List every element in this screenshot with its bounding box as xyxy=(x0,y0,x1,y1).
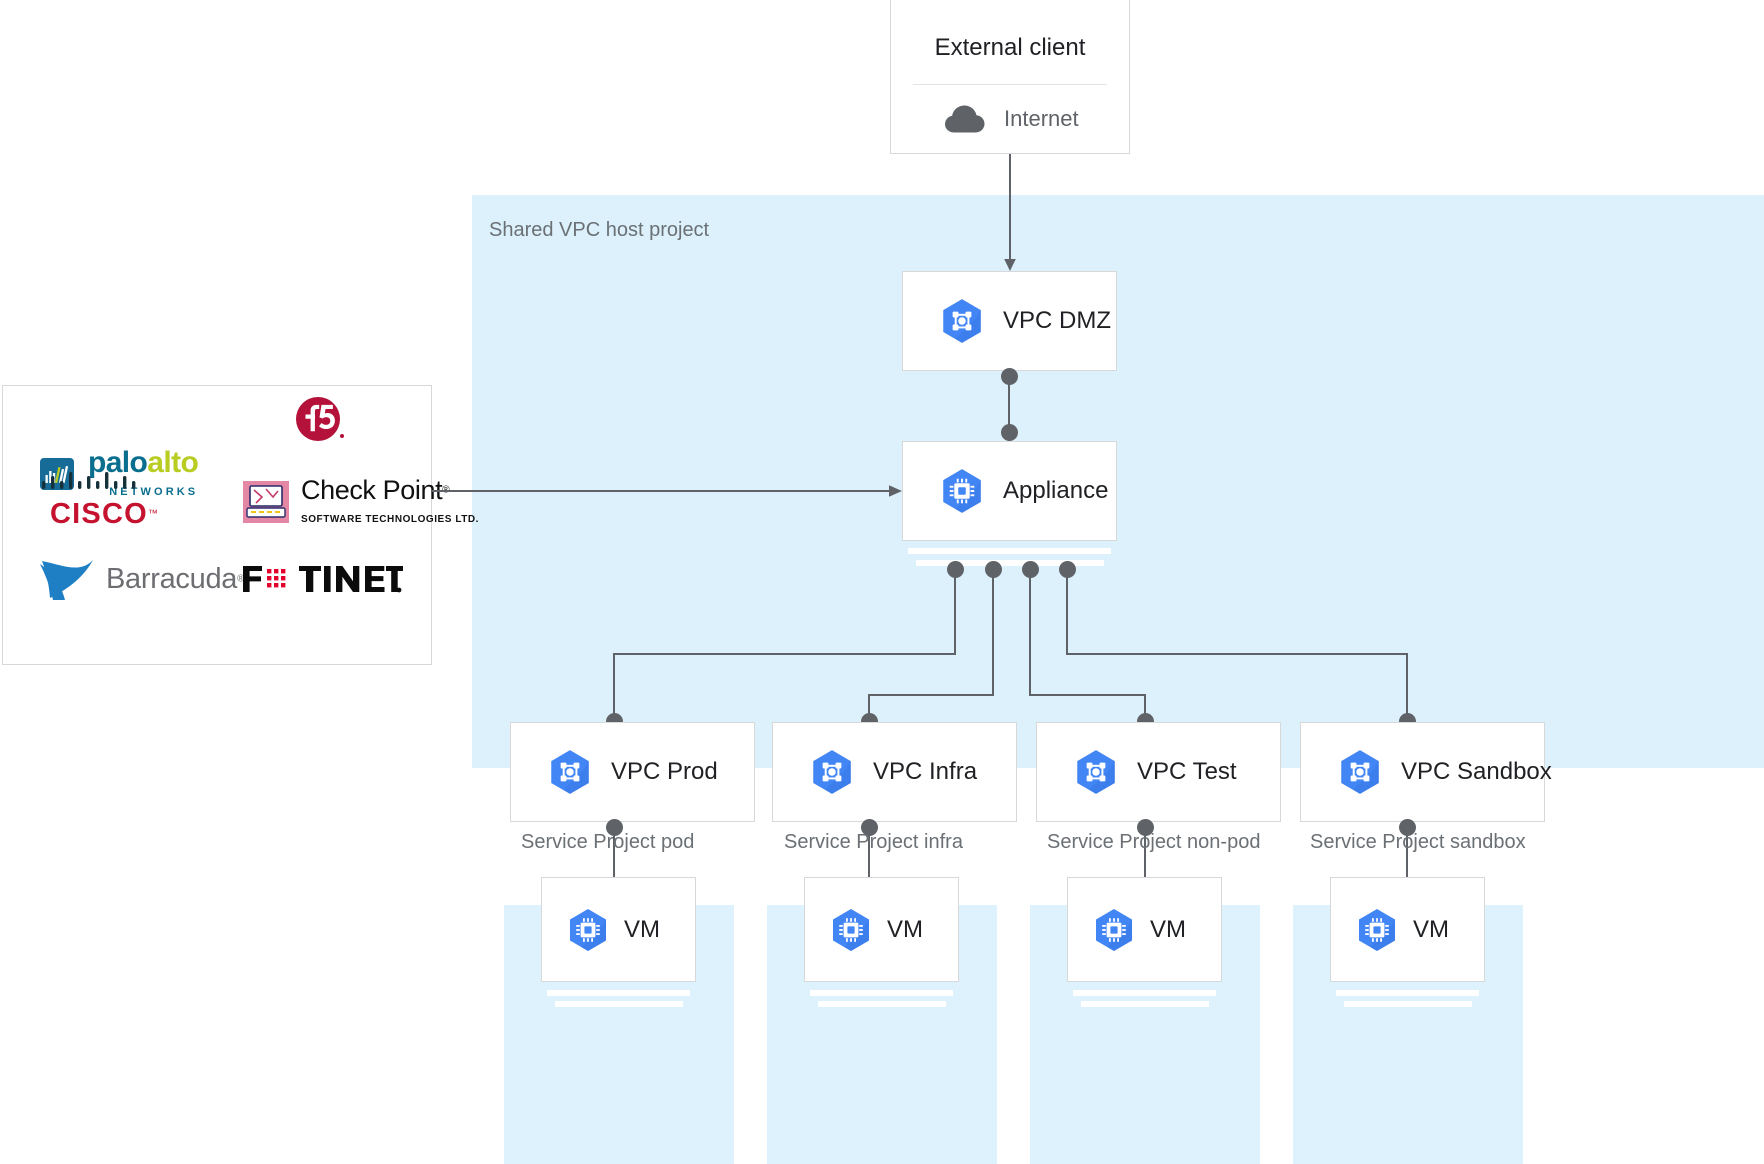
vm-icon xyxy=(827,906,875,954)
appliance-deck-line-2 xyxy=(916,560,1104,566)
connector-vendors-to-appliance xyxy=(432,485,902,497)
vm-sandbox-deck-line-1 xyxy=(1336,990,1479,996)
vendor-paloalto-tagline: NETWORKS xyxy=(109,486,199,498)
vendor-logo-fortinet xyxy=(243,563,403,595)
node-vpc-prod[interactable]: VPC Prod xyxy=(510,722,755,822)
node-vm-infra[interactable]: VM xyxy=(804,877,959,982)
connector-branch-test-h xyxy=(1029,694,1146,696)
cloud-icon xyxy=(944,104,986,134)
service-project-sandbox-label: Service Project sandbox xyxy=(1310,831,1526,853)
connector-prod-to-sp-pod xyxy=(613,822,615,907)
cisco-bars-icon xyxy=(40,468,148,492)
node-appliance[interactable]: Appliance xyxy=(902,441,1117,541)
vpc-icon xyxy=(545,747,595,797)
node-vpc-test[interactable]: VPC Test xyxy=(1036,722,1281,822)
connector-sandbox-to-sp-sandbox xyxy=(1406,822,1408,907)
node-vpc-dmz-label: VPC DMZ xyxy=(1003,307,1111,334)
connector-test-to-sp-nonpod xyxy=(1144,822,1146,907)
connector-dot-infra-bottom xyxy=(861,819,878,836)
vendor-cisco-wordmark: CISCO xyxy=(50,498,148,530)
connector-branch-sandbox-v2 xyxy=(1406,653,1408,721)
external-client-divider xyxy=(913,84,1107,85)
vpc-icon xyxy=(1335,747,1385,797)
service-project-infra-label: Service Project infra xyxy=(784,831,963,853)
vendor-logo-barracuda: Barracuda® xyxy=(36,556,244,602)
connector-dot-appliance-top xyxy=(1001,424,1018,441)
service-project-nonpod-label: Service Project non-pod xyxy=(1047,831,1261,853)
connector-dot-test-bottom xyxy=(1137,819,1154,836)
external-client-card xyxy=(890,0,1130,154)
connector-dot-prod-bottom xyxy=(606,819,623,836)
vm-icon xyxy=(1090,906,1138,954)
service-project-pod-label: Service Project pod xyxy=(521,831,695,853)
node-vpc-infra-label: VPC Infra xyxy=(873,758,978,785)
vm-nonpod-deck-line-1 xyxy=(1073,990,1216,996)
node-vpc-sandbox-label: VPC Sandbox xyxy=(1401,758,1552,785)
vendor-checkpoint-wordmark: Check Point xyxy=(301,475,443,505)
vm-icon xyxy=(564,906,612,954)
appliance-deck-line-1 xyxy=(908,548,1111,554)
connector-internet-to-dmz xyxy=(1004,154,1016,271)
vendor-logo-f5 xyxy=(291,390,349,448)
checkpoint-logo-icon xyxy=(243,480,291,524)
node-vpc-infra[interactable]: VPC Infra xyxy=(772,722,1017,822)
vendor-barracuda-wordmark: Barracuda xyxy=(106,562,238,595)
barracuda-fin-icon xyxy=(36,556,96,602)
vm-infra-deck-line-1 xyxy=(810,990,953,996)
fortinet-logo-icon xyxy=(243,563,403,595)
vendor-paloalto-word1: palo xyxy=(88,446,148,479)
vpc-icon xyxy=(1071,747,1121,797)
connector-branch-infra-h xyxy=(868,694,994,696)
node-appliance-label: Appliance xyxy=(1003,477,1109,504)
vendor-logo-cisco xyxy=(40,466,160,467)
vendor-logo-paloalto: paloalto NETWORKS xyxy=(40,446,199,500)
external-client-internet-row: Internet xyxy=(944,104,1079,134)
connector-dmz-to-appliance xyxy=(1008,371,1010,441)
vm-pod-deck-line-1 xyxy=(547,990,690,996)
external-client-internet-label: Internet xyxy=(1004,106,1079,131)
connector-dot-dmz-bottom xyxy=(1001,368,1018,385)
connector-branch-prod-v1 xyxy=(954,569,956,654)
connector-dot-sandbox-bottom xyxy=(1399,819,1416,836)
vm-pod-deck-line-2 xyxy=(555,1001,683,1007)
appliance-chip-icon xyxy=(937,466,987,516)
connector-branch-sandbox-h xyxy=(1066,653,1408,655)
vm-nonpod-deck-line-2 xyxy=(1081,1001,1209,1007)
node-vm-sandbox[interactable]: VM xyxy=(1330,877,1485,982)
node-vm-nonpod-label: VM xyxy=(1150,915,1186,943)
node-vpc-dmz[interactable]: VPC DMZ xyxy=(902,271,1117,371)
node-vm-nonpod[interactable]: VM xyxy=(1067,877,1222,982)
node-vm-sandbox-label: VM xyxy=(1413,915,1449,943)
node-vpc-prod-label: VPC Prod xyxy=(611,758,718,785)
node-vm-pod[interactable]: VM xyxy=(541,877,696,982)
vpc-icon xyxy=(807,747,857,797)
vm-sandbox-deck-line-2 xyxy=(1344,1001,1472,1007)
shared-vpc-host-project-region xyxy=(472,195,1764,768)
vm-infra-deck-line-2 xyxy=(818,1001,946,1007)
vpc-icon xyxy=(937,296,987,346)
f5-logo-icon xyxy=(291,390,349,448)
connector-branch-prod-h xyxy=(613,653,956,655)
shared-vpc-host-project-label: Shared VPC host project xyxy=(489,219,710,241)
connector-branch-prod-v2 xyxy=(613,653,615,721)
vendor-logo-cisco-group: CISCO™ xyxy=(40,468,158,529)
vm-icon xyxy=(1353,906,1401,954)
node-vm-pod-label: VM xyxy=(624,915,660,943)
node-vm-infra-label: VM xyxy=(887,915,923,943)
node-vpc-test-label: VPC Test xyxy=(1137,758,1237,785)
connector-branch-infra-v2 xyxy=(868,694,870,721)
vendor-checkpoint-tagline: SOFTWARE TECHNOLOGIES LTD. xyxy=(301,514,480,525)
node-vpc-sandbox[interactable]: VPC Sandbox xyxy=(1300,722,1552,822)
connector-branch-test-v1 xyxy=(1029,569,1031,695)
connector-branch-test-v2 xyxy=(1144,694,1146,721)
connector-branch-infra-v1 xyxy=(992,569,994,695)
vendor-paloalto-word2: alto xyxy=(147,446,199,479)
external-client-title: External client xyxy=(934,34,1086,61)
connector-branch-sandbox-v1 xyxy=(1066,569,1068,654)
connector-infra-to-sp-infra xyxy=(868,822,870,907)
vendor-appliances-card xyxy=(2,385,432,665)
vendor-logo-checkpoint: Check Point® SOFTWARE TECHNOLOGIES LTD. xyxy=(243,477,479,527)
